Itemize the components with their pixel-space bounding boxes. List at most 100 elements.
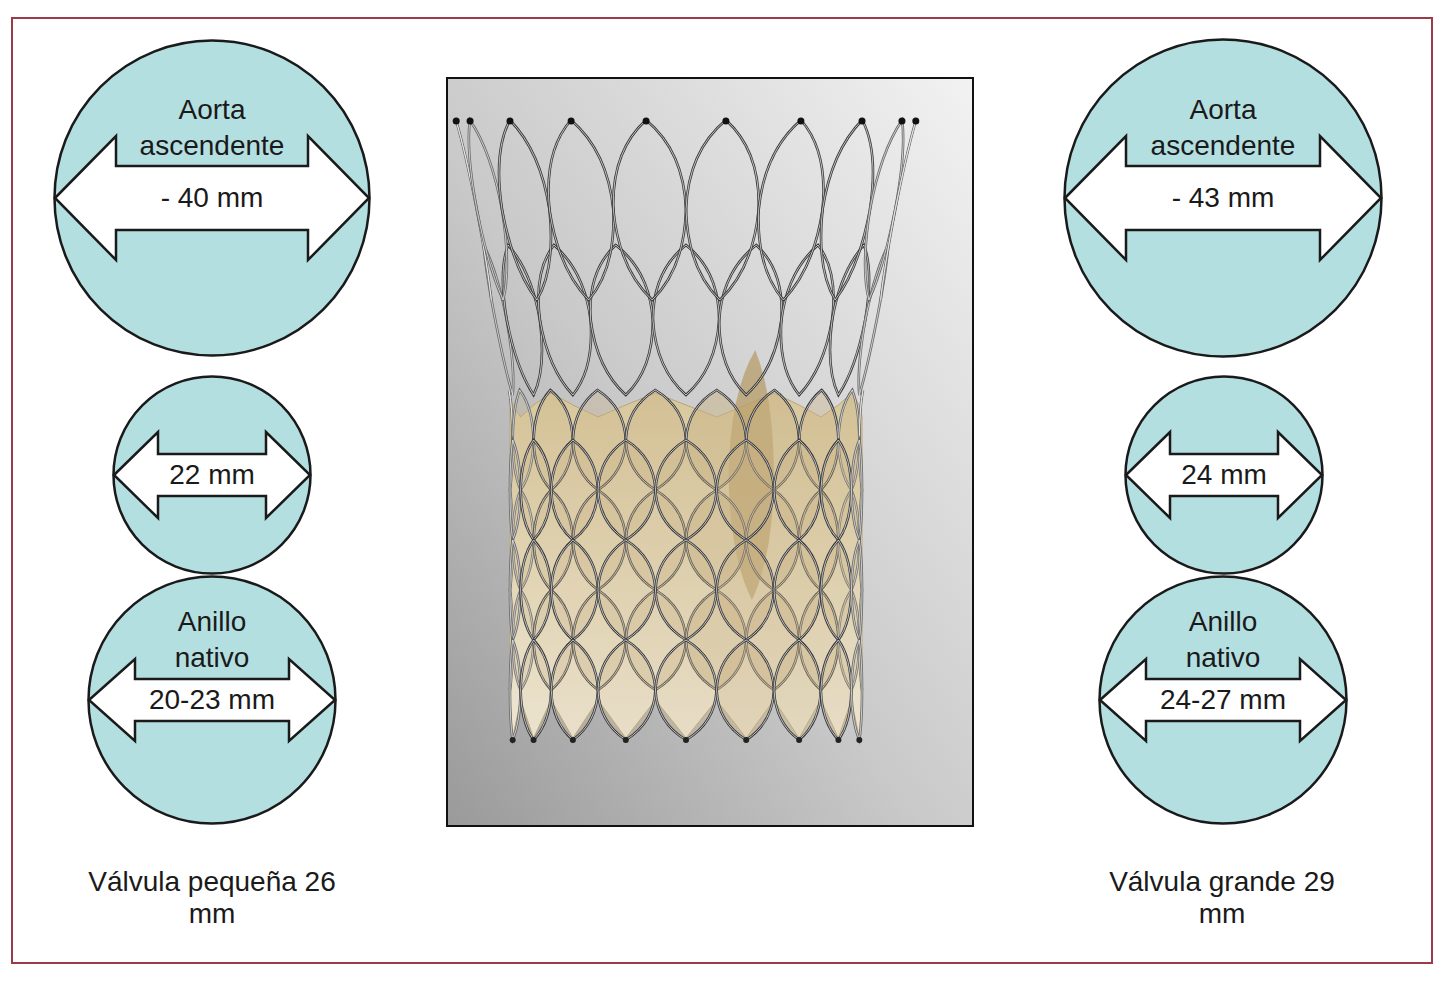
stent-highlight (717, 540, 774, 640)
stent-strut (655, 440, 716, 540)
stent-strut (655, 540, 716, 640)
cell-fill (717, 440, 774, 540)
stent-strut (653, 245, 719, 395)
cell-fill (655, 440, 716, 540)
crown-eyelet (797, 118, 804, 125)
crown-eyelet (643, 118, 650, 125)
circle-outline (1065, 40, 1382, 357)
frame-border (12, 18, 1432, 963)
stent-strut (781, 245, 834, 395)
cell-fill (551, 540, 598, 640)
stent-highlight (521, 540, 552, 640)
stent-strut (521, 640, 552, 740)
crown-eyelet (453, 118, 460, 125)
stent-highlight (821, 440, 852, 540)
cell-fill (717, 540, 774, 640)
circle-outline (1100, 577, 1347, 824)
dimension-circle: 24 mm (1124, 375, 1324, 575)
cell-fill (774, 540, 821, 640)
dimension-heading: Aorta ascendente (1128, 92, 1318, 164)
valve-stent (453, 118, 920, 744)
stent-strut (821, 440, 852, 540)
dimension-circle: 22 mm (112, 375, 312, 575)
stent-highlight (613, 120, 686, 300)
stent-strut (821, 540, 852, 640)
stent-highlight (717, 440, 774, 540)
stent-highlight (499, 120, 551, 300)
stent-strut (499, 120, 551, 300)
stent-strut (521, 440, 552, 540)
inflow-eyelet (683, 737, 689, 743)
stent-highlight (510, 440, 521, 540)
dimension-value: - 43 mm (1172, 180, 1275, 216)
stent-strut (551, 640, 598, 740)
stent-strut (510, 540, 521, 640)
crown-eyelet (568, 118, 575, 125)
stent-strut (774, 640, 821, 740)
circle-outline (89, 577, 336, 824)
circle-outline (114, 377, 311, 574)
stent-highlight (881, 120, 916, 300)
stent-strut (717, 640, 774, 740)
stent-strut (717, 440, 774, 540)
stent-highlight (510, 540, 521, 640)
cell-fill (851, 540, 862, 640)
stent-highlight (653, 245, 719, 395)
stent-highlight (821, 540, 852, 640)
photo-panel (447, 78, 973, 826)
inflow-eyelet (623, 737, 629, 743)
cell-fill (655, 640, 716, 740)
cell-fill (717, 640, 774, 740)
stent-strut (758, 120, 823, 300)
stent-strut (774, 440, 821, 540)
stent-strut (851, 540, 862, 640)
stent-strut (830, 245, 869, 395)
cell-fill (510, 440, 521, 540)
cell-fill (598, 440, 655, 540)
cell-fill (551, 640, 598, 740)
dimension-circle: Anillo nativo20-23 mm (87, 575, 337, 825)
cell-fill (774, 640, 821, 740)
stent-highlight (503, 245, 542, 395)
stent-strut (503, 245, 542, 395)
cell-fill (821, 640, 852, 740)
stent-strut (881, 120, 916, 300)
stent-strut (590, 245, 653, 395)
stent-highlight (521, 440, 552, 540)
stent-highlight (538, 245, 591, 395)
stent-highlight (719, 245, 782, 395)
double-arrow (114, 432, 310, 518)
stent-strut (538, 245, 591, 395)
valve-size-label: Válvula grande 29 mm (1092, 866, 1352, 930)
stent-strut (717, 540, 774, 640)
stent-highlight (717, 640, 774, 740)
inflow-eyelet (743, 737, 749, 743)
cell-fill (551, 440, 598, 540)
stent-highlight (686, 120, 759, 300)
cell-fill (510, 640, 521, 740)
stent-highlight (830, 245, 869, 395)
crown-eyelet (898, 118, 905, 125)
dimension-circle: Aorta ascendente - 43 mm (1063, 38, 1383, 358)
stent-strut (551, 440, 598, 540)
stent-strut (851, 640, 862, 740)
cell-fill (821, 440, 852, 540)
stent-strut (521, 540, 552, 640)
stent-highlight (551, 440, 598, 540)
stent-strut (598, 540, 655, 640)
stent-highlight (510, 640, 521, 740)
circle-outline (1126, 377, 1323, 574)
stent-highlight (655, 640, 716, 740)
stent-highlight (821, 640, 852, 740)
cell-fill (521, 440, 552, 540)
double-arrow (1126, 432, 1322, 518)
stent-strut (551, 540, 598, 640)
stent-strut (719, 245, 782, 395)
stent-highlight (551, 540, 598, 640)
stent-highlight (758, 120, 823, 300)
stent-highlight (655, 440, 716, 540)
crown-eyelet (859, 118, 866, 125)
inflow-eyelet (796, 737, 802, 743)
